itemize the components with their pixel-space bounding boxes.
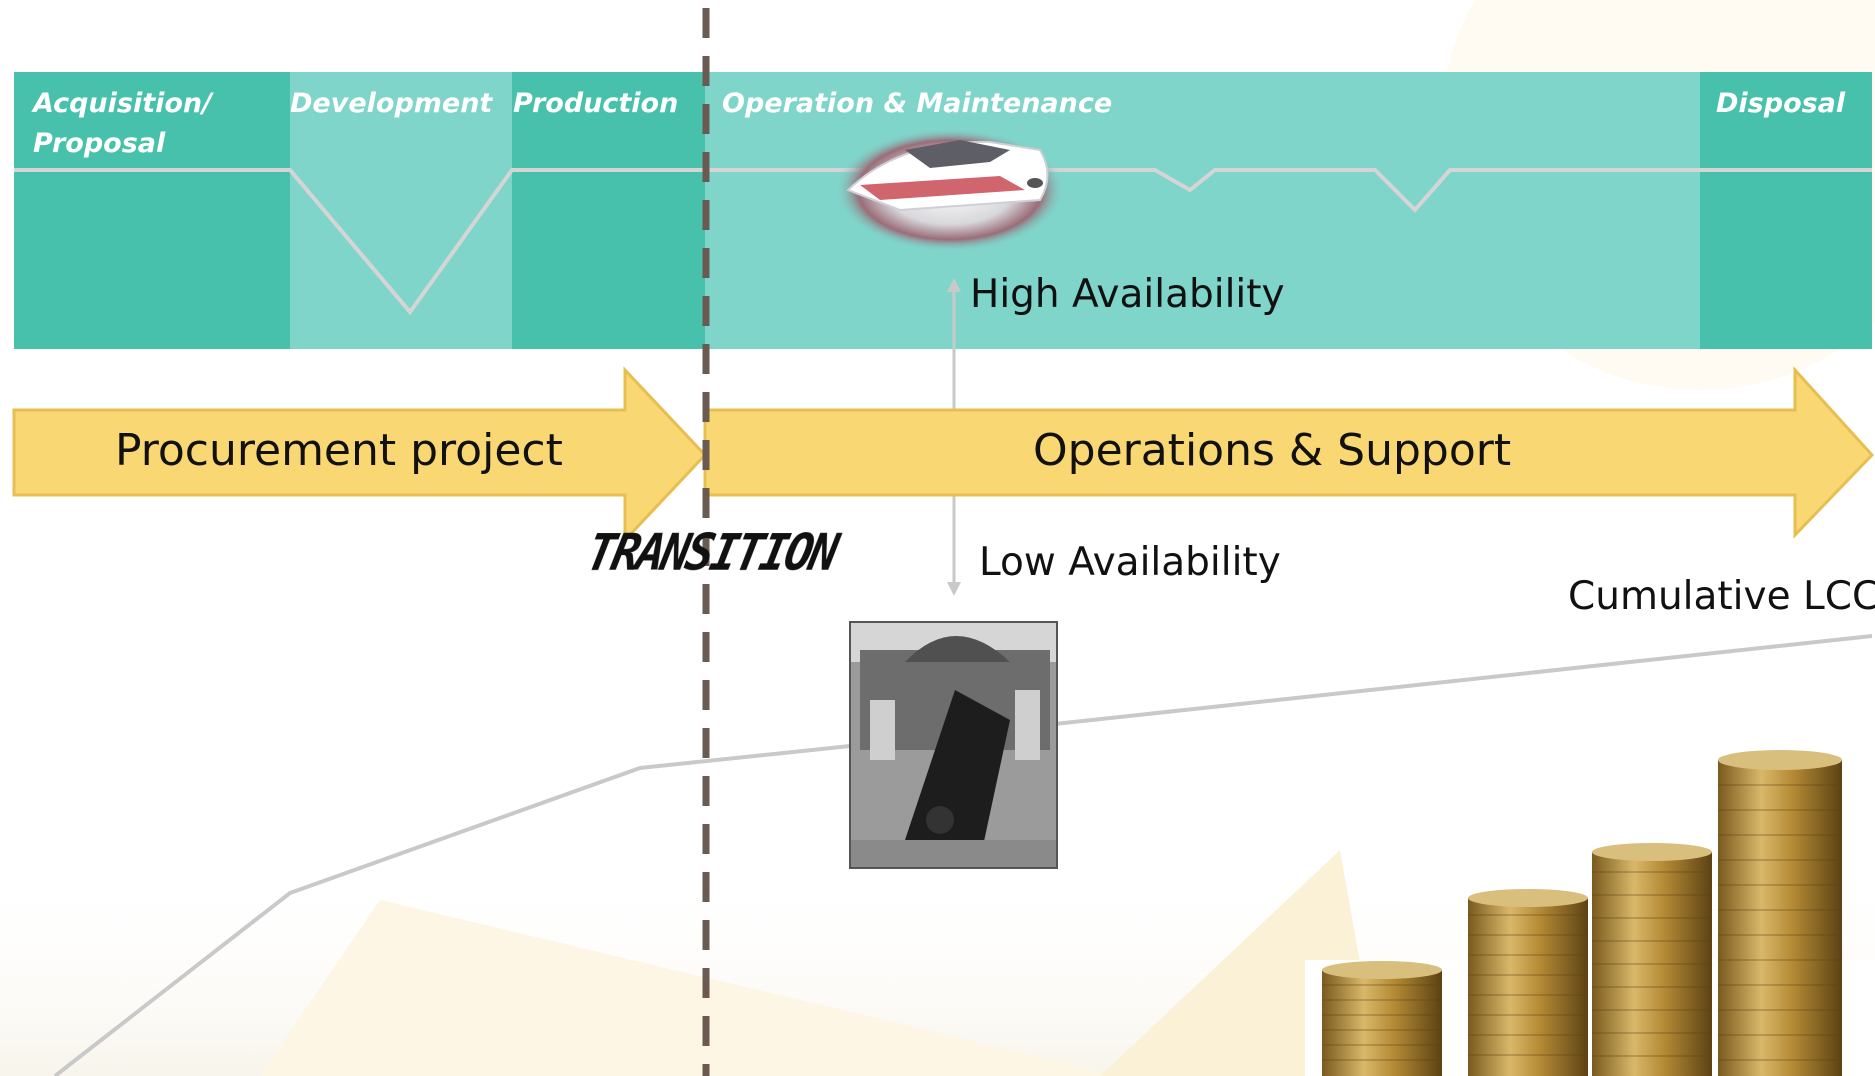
operations-label: Operations & Support: [1033, 425, 1512, 476]
high-availability-label: High Availability: [970, 272, 1285, 317]
train-crash-photo-icon: [849, 621, 1058, 869]
phase-disposal-block: [1700, 72, 1872, 349]
high-speed-train-icon: [835, 128, 1065, 252]
coin-stack-2: [1468, 889, 1588, 1076]
transition-label: TRANSITION: [581, 522, 842, 582]
phase-acquisition-block: [14, 72, 290, 349]
availability-line: [14, 168, 1872, 316]
low-availability-label: Low Availability: [979, 540, 1281, 585]
coin-stack-1: [1322, 961, 1442, 1076]
operations-arrow: [703, 366, 1875, 539]
coin-stack-4: [1718, 750, 1842, 1076]
phase-label-operation: Operation & Maintenance: [722, 88, 1113, 119]
phase-label-production: Production: [513, 88, 679, 119]
cumulative-lcc-label: Cumulative LCC: [1568, 574, 1875, 619]
coin-stacks-icon: [1305, 750, 1875, 1076]
cumulative-lcc-line: [53, 634, 1873, 1076]
procurement-arrow: [12, 366, 708, 544]
procurement-label: Procurement project: [115, 425, 563, 476]
phase-label-acquisition: Acquisition/ Proposal: [33, 88, 212, 159]
phase-production-block: [512, 72, 705, 349]
phase-band: [14, 72, 1872, 349]
phase-label-development: Development: [290, 88, 493, 119]
coin-stack-3: [1592, 843, 1712, 1076]
phase-label-disposal: Disposal: [1716, 88, 1846, 119]
